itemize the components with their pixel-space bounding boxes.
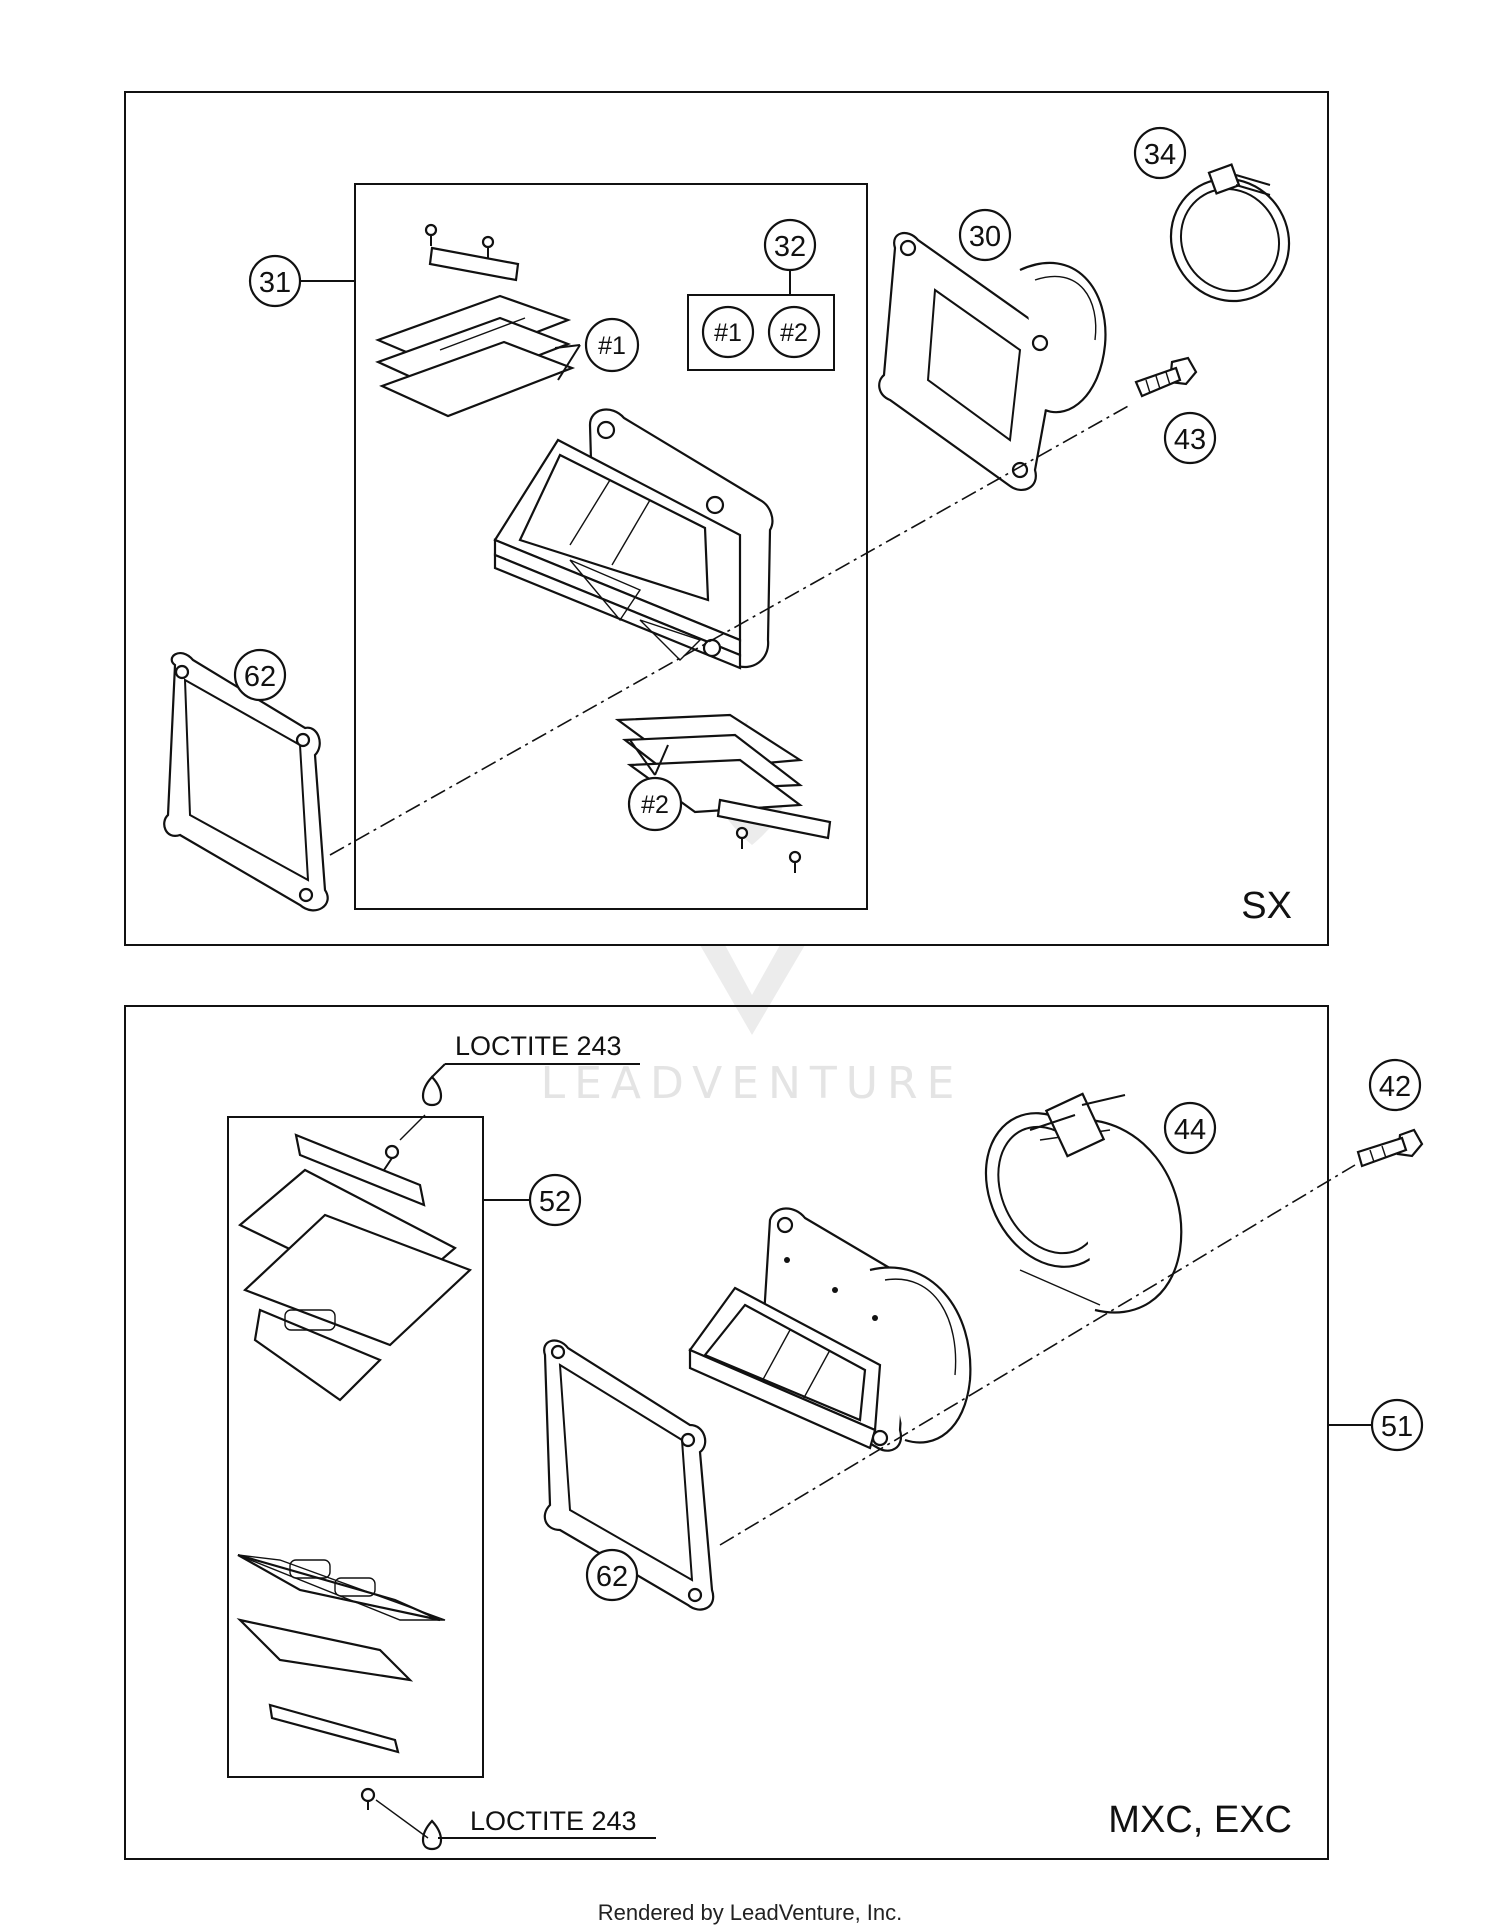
loctite-drop-icon [421, 1075, 443, 1851]
reed-petals-1 [374, 294, 576, 418]
callout-31: 31 [248, 254, 355, 308]
svg-text:62: 62 [596, 1561, 628, 1593]
svg-text:31: 31 [259, 267, 291, 299]
callout-sub-2: #2 [627, 739, 683, 832]
screw-icon [360, 1114, 429, 1839]
callout-62: 62 [585, 1548, 639, 1602]
svg-text:30: 30 [969, 221, 1001, 253]
svg-text:32: 32 [774, 231, 806, 263]
gasket-62 [163, 652, 329, 912]
screw-icon [424, 223, 495, 258]
alignment-line [329, 404, 1131, 856]
panel-sx-frame [124, 91, 1329, 946]
screw-icon [735, 826, 802, 873]
panel-mxc-exc-frame [124, 1005, 1329, 1860]
callout-30: 30 [958, 208, 1012, 262]
callout-51: 51 [1328, 1398, 1424, 1452]
watermark-text: LEADVENTURE [541, 1058, 964, 1109]
callout-32: 32 #1 #2 [687, 218, 835, 371]
reed-block [493, 408, 774, 670]
callout-44: 44 [1163, 1101, 1217, 1155]
loctite-note-top: LOCTITE 243 [431, 1031, 640, 1078]
panel-sx-label: SX [1241, 885, 1292, 927]
svg-text:62: 62 [244, 661, 276, 693]
reed-stack-upper [237, 1133, 473, 1402]
gasket-62 [543, 1339, 715, 1611]
hose-clamp-34 [1169, 163, 1291, 303]
svg-text:#2: #2 [641, 791, 669, 819]
intake-boot-44 [984, 1092, 1183, 1314]
footer-credit: Rendered by LeadVenture, Inc. [597, 1900, 903, 1925]
reed-stack-lower [236, 1553, 446, 1754]
callout-42: 42 [1368, 1058, 1422, 1112]
svg-text:LOCTITE 243: LOCTITE 243 [455, 1031, 622, 1061]
kit-32-frame [687, 294, 835, 371]
svg-text:#1: #1 [714, 319, 742, 347]
callout-62: 62 [233, 648, 287, 702]
alignment-line [719, 1164, 1356, 1546]
callout-34: 34 [1133, 126, 1187, 180]
svg-text:43: 43 [1174, 424, 1206, 456]
watermark-chevron-icon [700, 945, 805, 1035]
reed-petals-2 [614, 713, 832, 840]
stopper-plate [428, 246, 520, 282]
svg-text:44: 44 [1174, 1114, 1206, 1146]
svg-text:#1: #1 [598, 332, 626, 360]
svg-text:51: 51 [1381, 1411, 1413, 1443]
reed-valve-kit-52-frame [227, 1116, 484, 1778]
panel-mxc-exc-label: MXC, EXC [1108, 1799, 1292, 1841]
svg-text:#2: #2 [780, 319, 808, 347]
loctite-note-bottom: LOCTITE 243 [438, 1806, 656, 1839]
reed-valve-kit-31-frame [354, 183, 868, 910]
callout-sub-1: #1 [554, 317, 640, 381]
callout-43: 43 [1163, 411, 1217, 465]
svg-text:42: 42 [1379, 1071, 1411, 1103]
reed-block [688, 1207, 972, 1452]
bolt-43 [1134, 356, 1198, 398]
svg-text:52: 52 [539, 1186, 571, 1218]
intake-flange-30 [878, 231, 1107, 491]
svg-text:LOCTITE 243: LOCTITE 243 [470, 1806, 637, 1836]
svg-text:34: 34 [1144, 139, 1176, 171]
bolt-42 [1356, 1128, 1424, 1168]
callout-52: 52 [483, 1173, 582, 1227]
